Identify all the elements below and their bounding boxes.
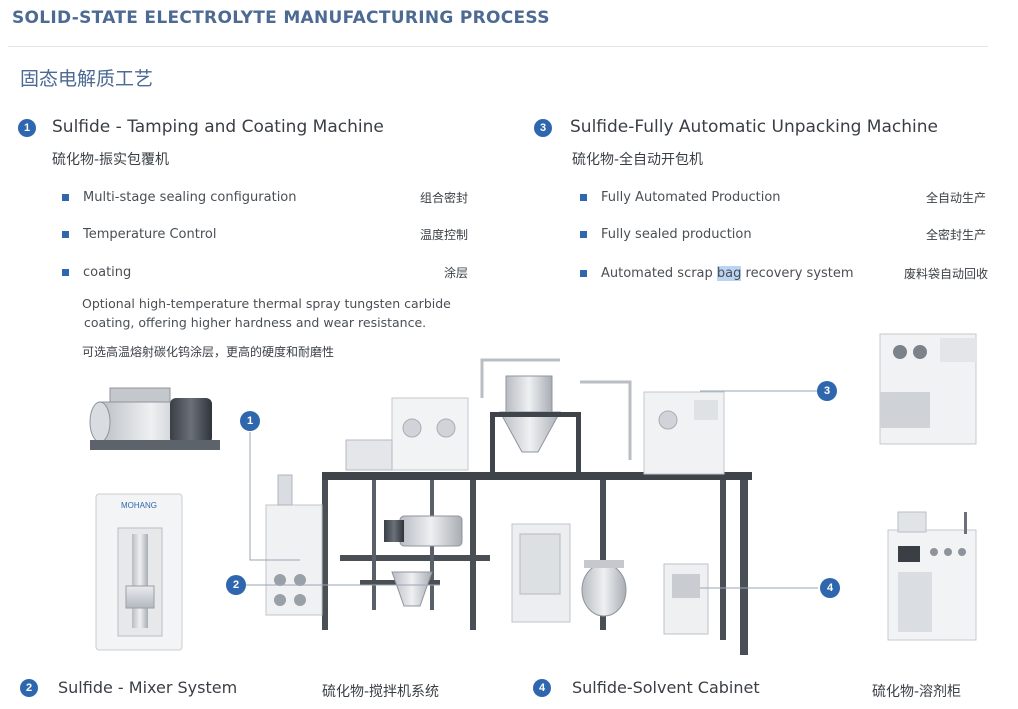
process-equipment [265,358,725,635]
coating-description: Optional high-temperature thermal spray … [82,294,451,332]
process-illustration: MOHANG [89,333,977,655]
feature-label-cn: 涂层 [443,266,468,280]
section-number-badge: 1 [18,119,36,137]
coating-description-line: coating, offering higher hardness and we… [84,315,427,330]
header-divider [8,46,988,47]
callout-marker-3[interactable]: 3 [817,381,837,401]
bullet-square [62,231,69,238]
coating-description-line: Optional high-temperature thermal spray … [82,296,451,311]
feature-label: Automated scrap bag recovery system [601,266,904,281]
bullet-square [580,270,587,277]
section-title: Sulfide-Solvent Cabinet [572,678,760,697]
callout-lines [246,390,818,589]
feature-label-cn: 温度控制 [419,228,468,242]
bullet-square [62,269,69,276]
feature-row: Fully sealed production 全密封生产 [580,226,986,243]
section-title: Sulfide - Mixer System [58,678,238,697]
callout-marker-4[interactable]: 4 [820,578,840,598]
bullet-square [580,231,587,238]
feature-label-cn: 全密封生产 [925,228,986,242]
unpacking-machine-photo [879,333,977,445]
feature-label-cn: 组合密封 [419,191,468,205]
feature-label: Multi-stage sealing configuration [83,190,297,205]
page-subtitle: 固态电解质工艺 [20,68,154,90]
callout-marker-2[interactable]: 2 [226,575,246,595]
tamping-machine-photo [89,387,220,450]
page-title: SOLID-STATE ELECTROLYTE MANUFACTURING PR… [12,8,550,28]
coating-description-cn: 可选高温熔射碳化钨涂层，更高的硬度和耐磨性 [82,345,335,359]
section-title-cn: 硫化物-全自动开包机 [572,152,704,168]
feature-label-cn: 全自动生产 [925,191,986,205]
mixer-brand-label: MOHANG [121,501,157,510]
section-title: Sulfide-Fully Automatic Unpacking Machin… [570,117,938,137]
feature-label-cn: 废料袋自动回收 [903,267,988,281]
section-title-cn: 硫化物-搅拌机系统 [322,684,440,700]
section-number-badge: 4 [533,679,551,697]
feature-label: Fully Automated Production [601,190,781,205]
feature-label: coating [83,265,132,280]
section-number-badge: 2 [20,679,38,697]
bullet-square [580,194,587,201]
feature-row: Automated scrap bag recovery system 废料袋自… [580,265,988,282]
section-title: Sulfide - Tamping and Coating Machine [52,117,384,137]
feature-label-part: recovery system [741,266,854,281]
feature-label: Temperature Control [83,227,217,242]
section-title-cn: 硫化物-振实包覆机 [52,152,170,168]
feature-row: coating 涂层 [62,264,468,281]
section-title-cn: 硫化物-溶剂柜 [872,684,962,700]
feature-row: Multi-stage sealing configuration 组合密封 [62,189,468,206]
feature-row: Fully Automated Production 全自动生产 [580,189,986,206]
feature-label: Fully sealed production [601,227,752,242]
callout-marker-1[interactable]: 1 [240,411,260,431]
bullet-square [62,194,69,201]
feature-label-part: Automated scrap [601,266,717,281]
feature-row: Temperature Control 温度控制 [62,226,468,243]
solvent-cabinet-photo [887,511,977,641]
text-selection-highlight[interactable]: bag [716,266,742,281]
mixer-cabinet-photo: MOHANG [95,493,183,651]
section-number-badge: 3 [534,119,552,137]
